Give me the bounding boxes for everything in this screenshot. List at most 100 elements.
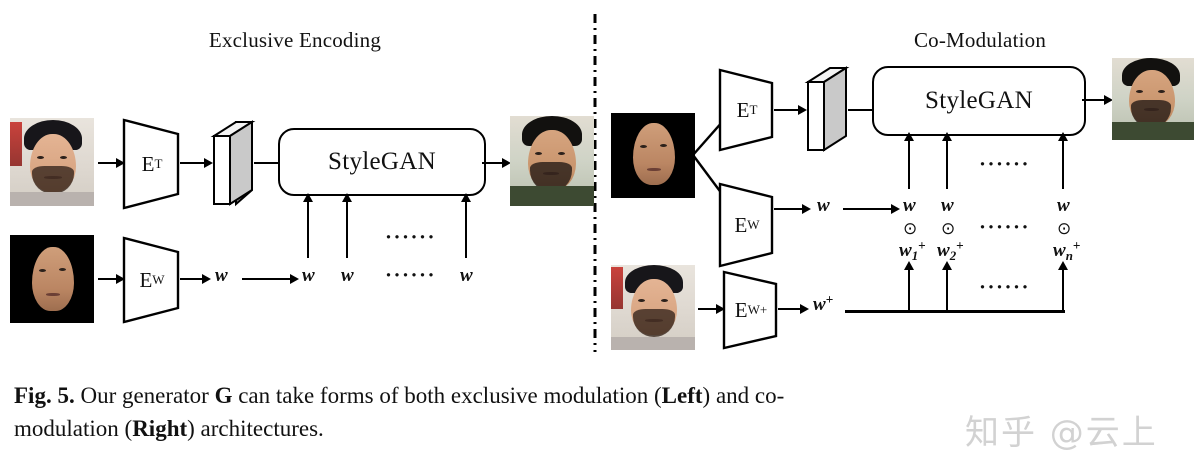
caption-line-2: modulation (Right) architectures. [14, 416, 324, 441]
arrow-modulation-1-to-gan [903, 132, 915, 189]
arrow-ew-to-w [774, 203, 811, 215]
encoder-base: E [734, 297, 748, 322]
right-output-face [1112, 58, 1194, 140]
left-w-symbol: w [215, 265, 228, 286]
left-modulation-w-1: w [302, 265, 315, 286]
arrow-input-to-et [98, 157, 125, 169]
face-eye-left [535, 152, 542, 155]
figure-caption: Fig. 5. Our generator G can take forms o… [14, 380, 1194, 445]
arrow-modulation-2-to-gan [941, 132, 953, 189]
caption-bold-right: Right [132, 415, 188, 441]
right-modulation-w-2: w [941, 195, 954, 216]
arrow-wplus-bus-to-col-1 [903, 261, 915, 312]
arrow-et-to-tensor [180, 157, 213, 169]
arrow-wplus-bus-to-col-2 [941, 261, 953, 312]
encoder-base: E [734, 212, 748, 237]
arrow-input-to-ewplus [698, 303, 725, 315]
caption-line-1: Fig. 5. Our generator G can take forms o… [14, 383, 784, 408]
right-w-symbol: w [817, 195, 830, 216]
arrow-modulation-n-to-gan [1057, 132, 1069, 189]
face-mouth [46, 293, 60, 296]
left-modulation-w-n: w [460, 265, 473, 286]
left-stylegan-box: StyleGAN [278, 128, 486, 196]
face-mouth [647, 168, 661, 171]
left-modulation-upper-dots: ······ [385, 225, 437, 249]
arrow-ew-to-w [180, 273, 211, 285]
arrow-wplus-bus-to-col-n [1057, 261, 1069, 312]
right-upper-dots: ······ [979, 152, 1031, 176]
face-shirt [611, 337, 695, 350]
right-lower-dots: ······ [979, 275, 1031, 299]
right-odot-n: ⊙ [1057, 219, 1072, 239]
caption-bold-g: G [214, 383, 233, 408]
right-modulation-wplus-n: wn+ [1053, 238, 1081, 263]
face-shirt [510, 186, 594, 206]
left-panel-title: Exclusive Encoding [208, 28, 382, 52]
arrow-ewplus-to-wplus [778, 303, 809, 315]
arrow-modulation-1-to-gan [302, 193, 314, 258]
left-modulation-w-2: w [341, 265, 354, 286]
arrow-modulation-2-to-gan [341, 193, 353, 258]
left-input-texture-face [10, 118, 94, 206]
right-modulation-w-1: w [903, 195, 916, 216]
arrow-w-to-modulations [242, 273, 299, 285]
face-head [633, 123, 675, 185]
face-eye-left [1136, 90, 1143, 93]
face-eye-right [59, 268, 66, 271]
face-eye-right [660, 144, 667, 147]
right-feature-tensor [804, 66, 850, 154]
encoder-base: E [736, 97, 750, 122]
right-modulation-wplus-2: w2+ [937, 238, 964, 263]
left-modulation-row-dots: ······ [385, 263, 437, 287]
caption-text-c: ) and co- [702, 383, 785, 408]
caption-text-e: ) architectures. [187, 415, 324, 441]
caption-text-b: can take forms of both exclusive modulat… [232, 383, 662, 408]
panel-divider [593, 14, 597, 352]
face-eye-left [638, 299, 645, 302]
face-eye-right [1158, 90, 1165, 93]
arrow-modulation-n-to-gan [460, 193, 472, 258]
arrow-et-to-tensor [774, 104, 807, 116]
left-stylegan-label: StyleGAN [328, 148, 436, 175]
face-eye-left [39, 269, 46, 272]
right-stylegan-box: StyleGAN [872, 66, 1086, 136]
right-odot-2: ⊙ [941, 219, 956, 239]
encoder-base: E [139, 267, 153, 292]
encoder-base: E [141, 151, 155, 176]
face-eye-left [640, 145, 647, 148]
face-eye-left [37, 156, 44, 159]
caption-figure-number: Fig. 5. [14, 383, 75, 408]
zhihu-watermark: 知乎 @云上 [965, 413, 1158, 453]
face-eye-right [60, 156, 67, 159]
left-feature-tensor [210, 120, 256, 208]
left-input-shape-face [10, 235, 94, 323]
arrow-gan-to-output [482, 157, 511, 169]
right-modulation-wplus-1: w1+ [899, 238, 926, 263]
right-input-texture-face [611, 265, 695, 350]
caption-text-d: modulation ( [14, 415, 133, 441]
face-red-flag [611, 267, 623, 309]
right-wplus-symbol: w+ [813, 292, 834, 315]
right-odot-1: ⊙ [903, 219, 918, 239]
face-eye-right [558, 152, 565, 155]
caption-text-a: Our generator [74, 383, 215, 408]
right-stylegan-label: StyleGAN [925, 87, 1033, 114]
right-modulation-w-n: w [1057, 195, 1070, 216]
arrow-gan-to-output [1082, 94, 1113, 106]
arrow-w-to-modulations [843, 203, 900, 215]
face-shirt [1112, 122, 1194, 140]
arrow-input-to-ew [98, 273, 125, 285]
right-middle-dots: ······ [979, 215, 1031, 239]
face-red-flag [10, 122, 22, 166]
face-head [32, 247, 74, 311]
